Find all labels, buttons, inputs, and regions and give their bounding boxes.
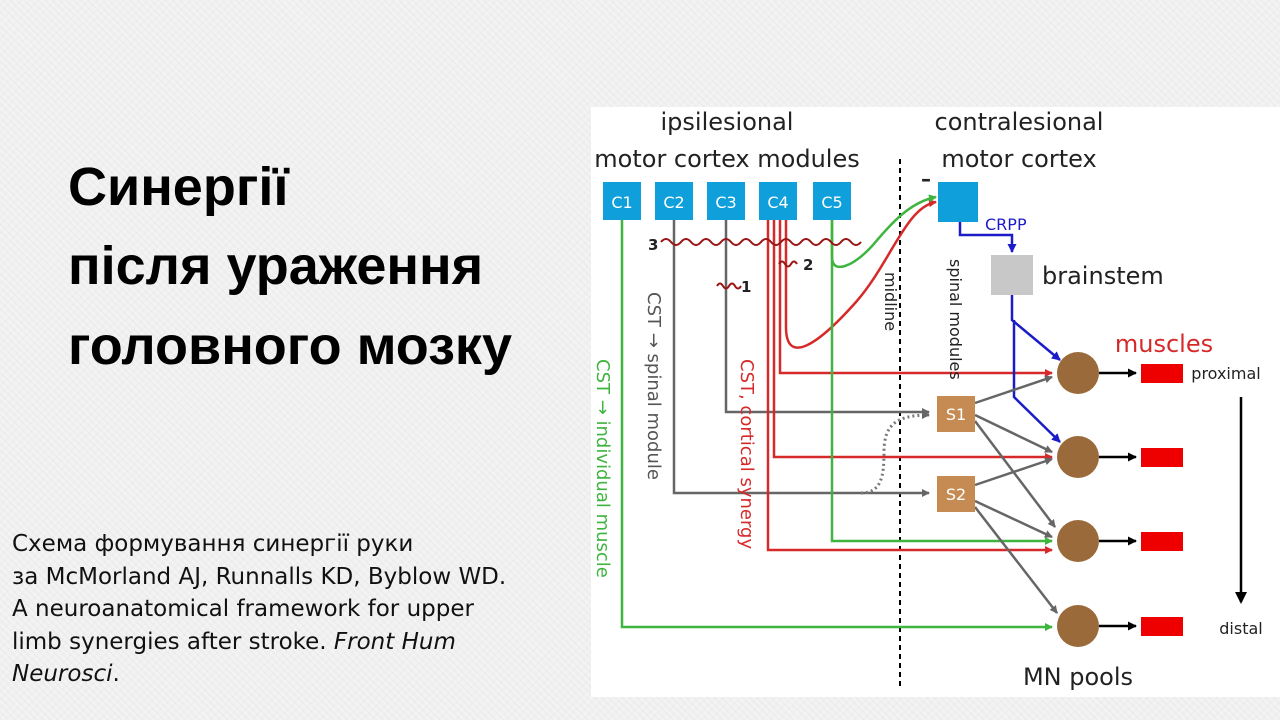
red-path-c4-to-contralesional — [784, 199, 937, 349]
muscle-4 — [1141, 617, 1183, 636]
caption-period: . — [112, 661, 120, 687]
citation-caption: Схема формування синергії руки за McMorl… — [12, 528, 587, 691]
module-c1-box — [603, 182, 641, 220]
module-c2-label: C2 — [663, 193, 684, 212]
module-c3: C3 — [707, 182, 745, 220]
caption-journal-part-1: Front Hum — [333, 628, 456, 655]
spinal-module-s2-label: S2 — [946, 485, 966, 504]
s1-to-mn3 — [974, 420, 1056, 528]
module-c4: C4 — [759, 182, 797, 220]
midline-label: midline — [881, 272, 900, 331]
header-motor-cortex: motor cortex — [941, 145, 1096, 173]
cst-path-c2-to-s2 — [672, 220, 930, 497]
lesion-2-squiggle — [778, 260, 798, 268]
lesion-1-squiggle — [716, 282, 742, 290]
cst-path-c3-to-s1 — [724, 220, 930, 416]
green-path-c1-to-mn4 — [620, 220, 1053, 631]
red-path-c4-to-mn1 — [778, 220, 1053, 377]
module-c1: C1 — [603, 182, 641, 220]
brainstem-path-to-mn2 — [1012, 320, 1061, 443]
mn-pools-label: MN pools — [1023, 663, 1133, 691]
brainstem-path-to-mn1 — [1010, 295, 1061, 361]
spinal-module-s1: S1 — [937, 396, 975, 432]
module-c2-box — [655, 182, 693, 220]
module-c5: C5 — [813, 182, 851, 220]
module-c2: C2 — [655, 182, 693, 220]
caption-line-4: limb synergies after stroke. Front Hum — [12, 626, 587, 659]
muscles-label: muscles — [1115, 330, 1213, 358]
muscle-2 — [1141, 448, 1183, 467]
s2-to-mn2 — [974, 457, 1053, 487]
synergy-diagram: ipsilesional motor cortex modules contra… — [592, 108, 1263, 691]
caption-line-5: Neurosci. — [12, 658, 587, 691]
red-path-c4-to-mn2 — [772, 220, 1053, 461]
slide-title: Синергії після ураження головного мозку — [68, 148, 588, 386]
spinal-modules-label: spinal modules — [946, 259, 965, 380]
module-c4-label: C4 — [767, 193, 788, 212]
contralesional-cortex-box — [938, 182, 978, 222]
green-path-c5-to-contralesional — [830, 194, 937, 269]
s1-to-mn1 — [974, 375, 1053, 405]
label-cst-individual-muscle: CST → individual muscle — [592, 359, 613, 578]
module-c3-box — [707, 182, 745, 220]
title-line-2: після ураження — [68, 236, 484, 297]
synergy-diagram-panel: ipsilesional motor cortex modules contra… — [591, 107, 1280, 697]
lesion-3-label: 3 — [648, 236, 658, 254]
s2-to-mn3 — [974, 499, 1053, 539]
spinal-module-s2-box — [937, 476, 975, 512]
caption-line-1: Схема формування синергії руки — [12, 531, 414, 557]
label-cst-spinal-module: CST → spinal module — [643, 292, 664, 480]
module-c5-box — [813, 182, 851, 220]
muscle-1 — [1141, 364, 1183, 383]
mn-pool-1 — [1057, 352, 1099, 394]
red-path-c4-to-mn3 — [766, 220, 1053, 554]
lesion-3-squiggle — [660, 238, 862, 246]
header-contralesional: contralesional — [935, 108, 1104, 136]
mn-pool-2 — [1057, 436, 1099, 478]
proximal-label: proximal — [1191, 364, 1260, 383]
module-c3-label: C3 — [715, 193, 736, 212]
module-c5-label: C5 — [821, 193, 842, 212]
mn-pool-4 — [1057, 605, 1099, 647]
title-line-1: Синергії — [68, 157, 289, 217]
caption-journal-part-2: Neurosci — [12, 661, 113, 687]
spinal-module-s1-label: S1 — [946, 405, 966, 424]
muscle-3 — [1141, 532, 1183, 551]
spinal-to-mn-connections — [974, 375, 1058, 614]
lesion-2-label: 2 — [803, 256, 813, 274]
brainstem-box — [991, 255, 1033, 295]
header-ipsilesional: ipsilesional — [661, 108, 794, 136]
distal-label: distal — [1219, 619, 1262, 638]
spinal-module-s2: S2 — [937, 476, 975, 512]
contralesional-minus-sign: – — [921, 167, 931, 191]
module-c1-label: C1 — [611, 193, 632, 212]
s1-to-mn2 — [974, 413, 1053, 454]
brainstem-label: brainstem — [1042, 262, 1164, 290]
s2-to-mn4 — [974, 506, 1058, 614]
header-motor-cortex-modules: motor cortex modules — [594, 145, 859, 173]
spinal-module-s1-box — [937, 396, 975, 432]
crpp-label: CRPP — [985, 215, 1027, 234]
module-c4-box — [759, 182, 797, 220]
crpp-path — [958, 222, 1017, 253]
lesion-1-label: 1 — [741, 278, 751, 296]
mn-pool-3 — [1057, 520, 1099, 562]
label-cst-cortical-synergy: CST, cortical synergy — [736, 359, 757, 549]
caption-line-4-text: limb synergies after stroke. — [12, 628, 334, 655]
caption-line-2: за McMorland AJ, Runnalls KD, Byblow WD. — [12, 563, 507, 590]
caption-line-3: A neuroanatomical framework for upper — [12, 596, 474, 622]
green-path-c5-to-mn3 — [830, 220, 1053, 545]
title-line-3: головного мозку — [68, 315, 512, 376]
dotted-crossover-path — [860, 411, 930, 495]
